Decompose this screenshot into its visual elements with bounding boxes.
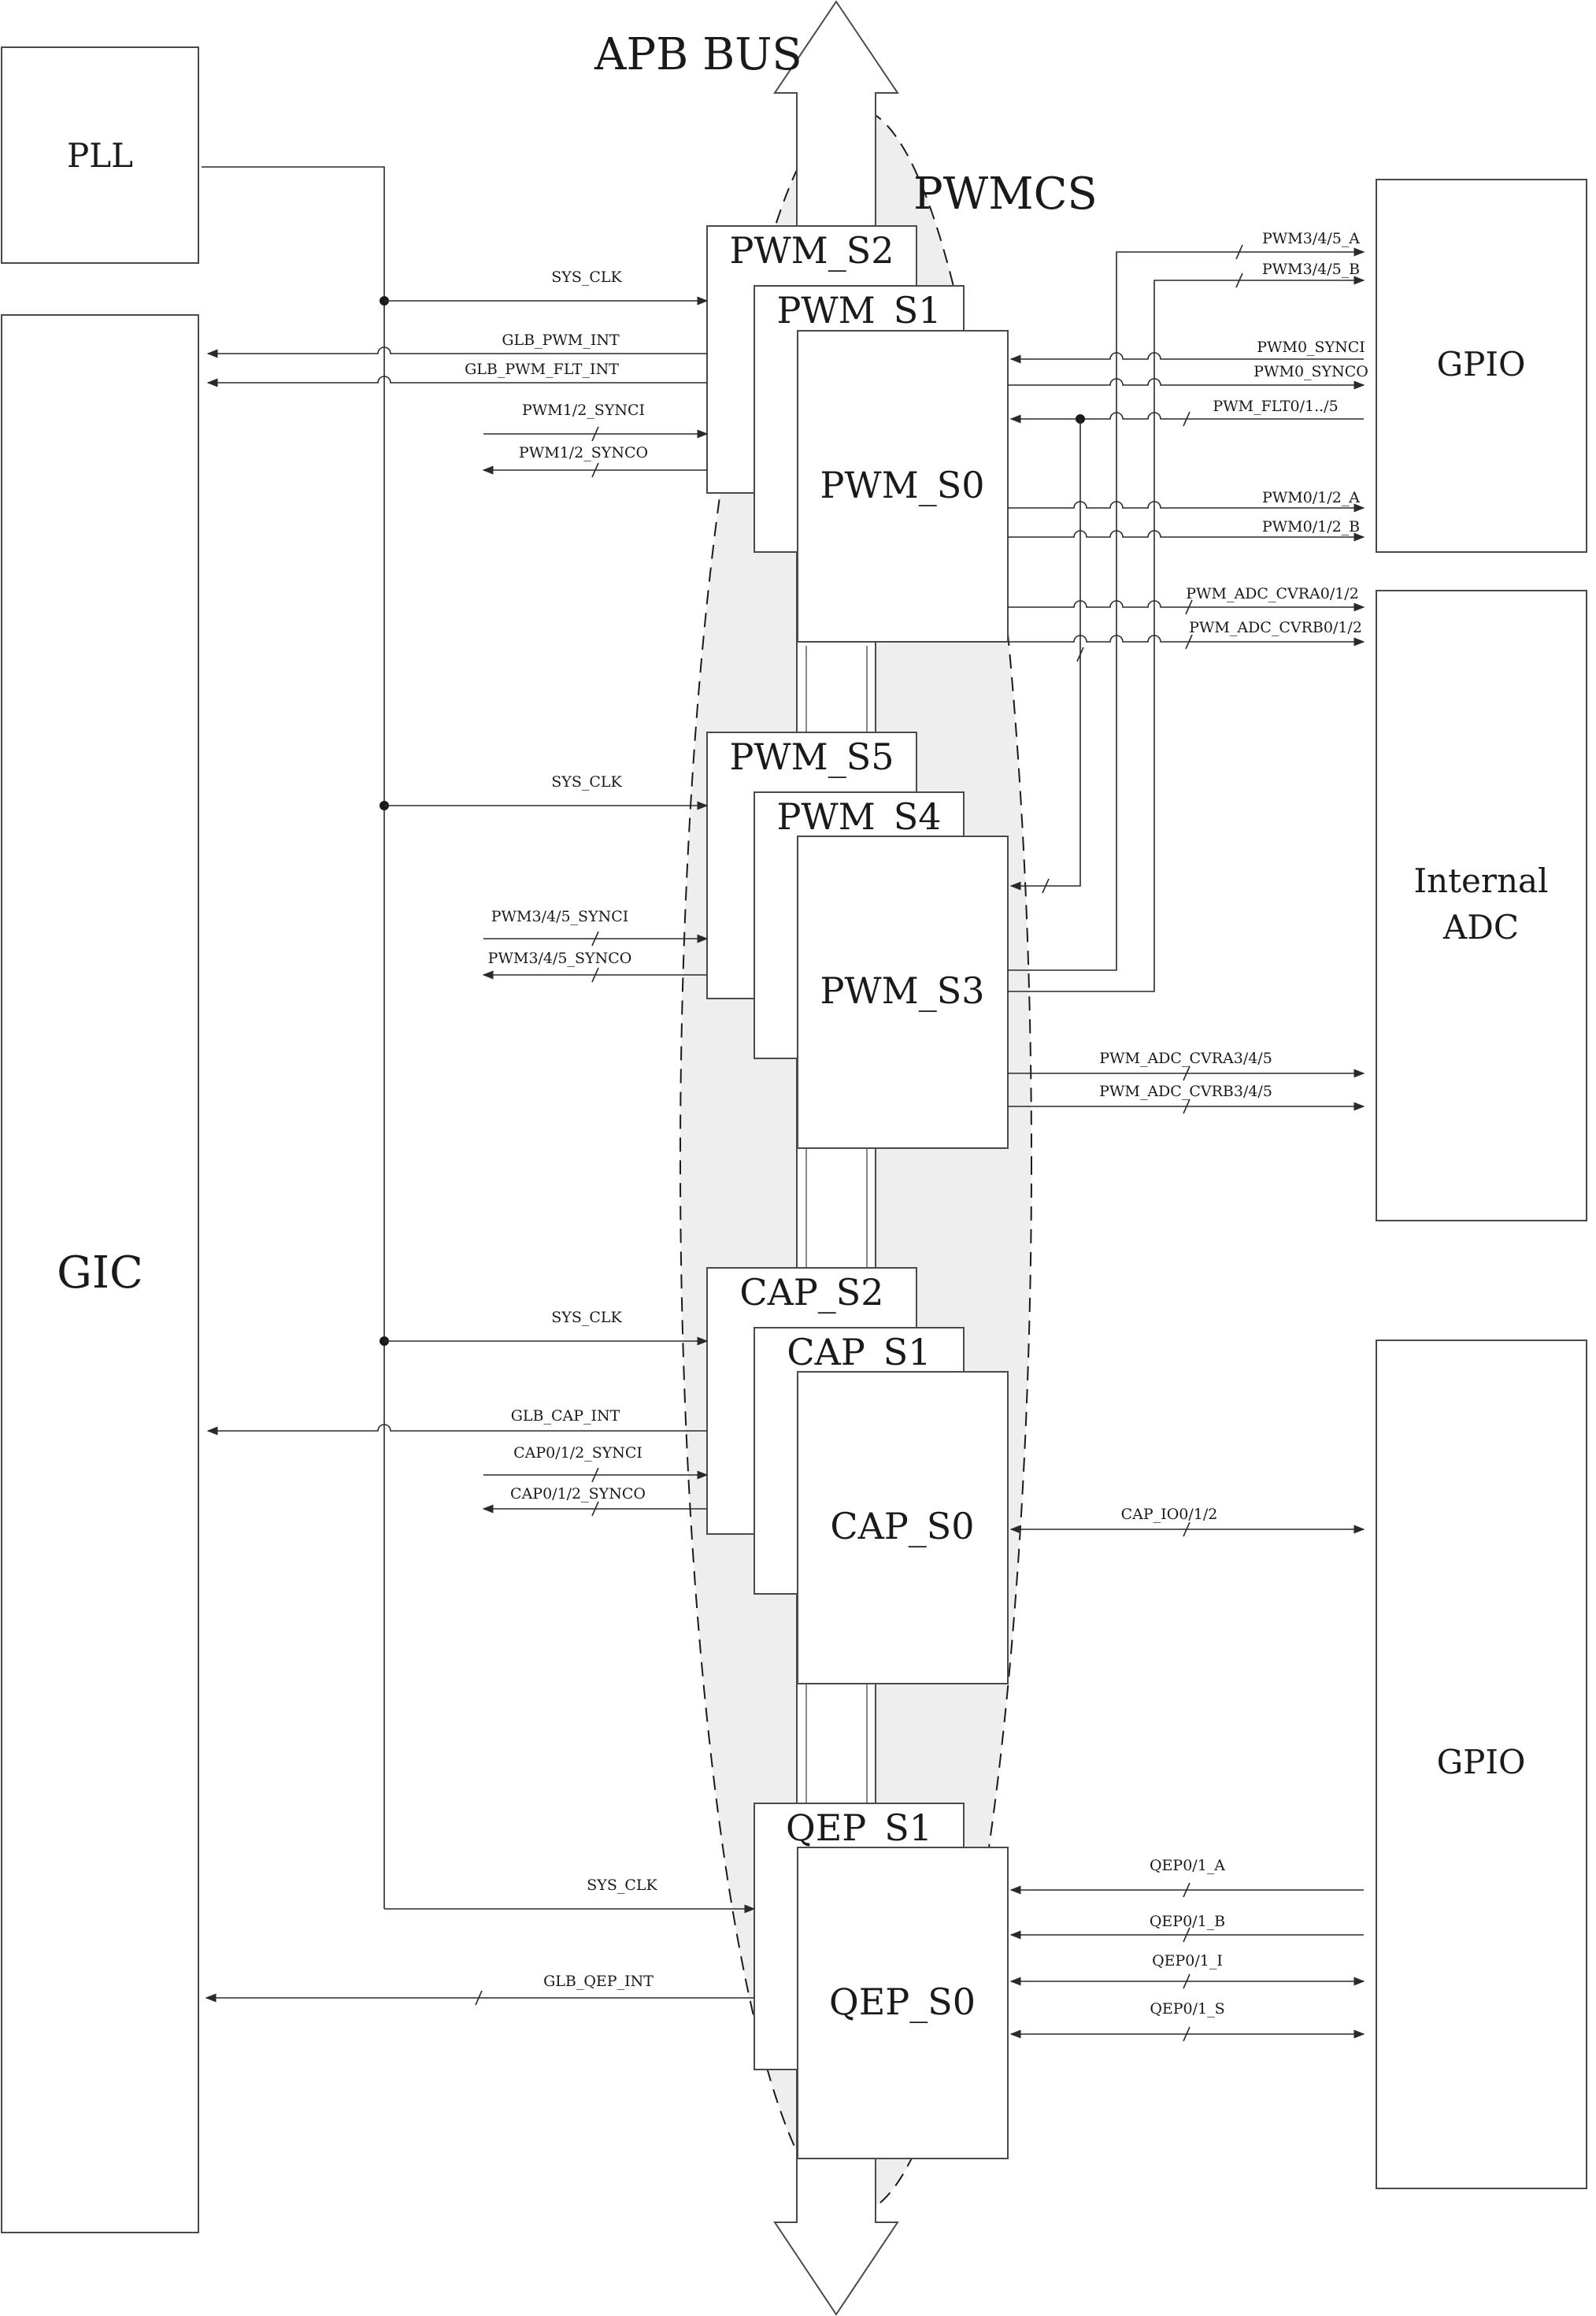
pwm345-synco-label: PWM3/4/5_SYNCO — [488, 950, 632, 967]
bus-slash — [591, 1501, 599, 1517]
pwm345-a-label: PWM3/4/5_A — [1262, 230, 1360, 247]
apb-bus-title: APB BUS — [594, 29, 802, 80]
gpio-top-label: GPIO — [1437, 345, 1526, 384]
sys-clk-label: SYS_CLK — [551, 1309, 622, 1326]
glb-cap-int-wire — [206, 1424, 707, 1436]
pwm-adc-cvrb012-wire — [1008, 635, 1365, 647]
pwm012-b-wire — [1008, 530, 1365, 542]
pwm12-synci-label: PWM1/2_SYNCI — [522, 402, 645, 419]
pwm-s1-label: PWM_S1 — [776, 289, 941, 332]
pwm-s4-label: PWM_S4 — [776, 795, 941, 838]
qep-s0-label: QEP_S0 — [829, 1981, 976, 2023]
pwm-s0-label: PWM_S0 — [820, 464, 984, 506]
qep-s0-block — [797, 1847, 1009, 2159]
pwm-flt-branch — [1009, 419, 1081, 891]
bus-slash — [1183, 1099, 1191, 1114]
qep01-s-label: QEP0/1_S — [1150, 2000, 1224, 2018]
qep-s1-label: QEP_S1 — [786, 1806, 932, 1849]
pwm-flt-label: PWM_FLT0/1../5 — [1213, 398, 1338, 415]
bus-slash — [591, 426, 599, 442]
gpio-top-block — [1376, 179, 1587, 553]
bus-slash — [1183, 1927, 1191, 1943]
glb-qep-int-label: GLB_QEP_INT — [543, 1973, 654, 1990]
pwm-flt-wire — [1009, 412, 1364, 424]
pwm-adc-cvrb012-label: PWM_ADC_CVRB0/1/2 — [1189, 619, 1362, 636]
sys-clk-label: SYS_CLK — [551, 773, 622, 791]
bus-slash — [1185, 599, 1193, 615]
gic-label: GIC — [57, 1247, 143, 1299]
cap-s0-block — [797, 1371, 1009, 1684]
bus-slash — [591, 462, 599, 478]
pwm345-a-route — [1008, 247, 1365, 971]
pll-block — [1, 46, 199, 264]
bus-slash — [591, 967, 599, 983]
internal-adc-block — [1376, 590, 1587, 1221]
pll-label: PLL — [67, 136, 133, 175]
pwm012-b-label: PWM0/1/2_B — [1262, 518, 1360, 535]
pwm-s3-block — [797, 836, 1009, 1149]
qep01-i-label: QEP0/1_I — [1152, 1952, 1223, 1970]
bus-slash — [591, 931, 599, 947]
pwm-adc-cvra012-label: PWM_ADC_CVRA0/1/2 — [1186, 585, 1359, 602]
qep01-a-label: QEP0/1_A — [1150, 1857, 1225, 1874]
bus-slash — [1042, 878, 1050, 894]
pwm0-synci-label: PWM0_SYNCI — [1257, 339, 1365, 356]
bus-slash — [1183, 2026, 1191, 2042]
gpio-bottom-block — [1376, 1340, 1587, 2189]
gpio-bottom-label: GPIO — [1437, 1743, 1526, 1781]
pwm0-synci-wire — [1009, 352, 1364, 364]
pwm-adc-cvra345-label: PWM_ADC_CVRA3/4/5 — [1099, 1050, 1272, 1067]
pwm-s3-label: PWM_S3 — [820, 969, 984, 1012]
bus-slash — [1183, 1882, 1191, 1898]
qep01-b-label: QEP0/1_B — [1150, 1913, 1225, 1930]
bus-slash — [1183, 411, 1191, 427]
pwm0-synco-wire — [1008, 378, 1365, 390]
cap-io012-label: CAP_IO0/1/2 — [1121, 1506, 1218, 1523]
bus-slash — [1076, 647, 1084, 662]
bus-slash — [1235, 272, 1243, 288]
bus-slash — [1183, 1065, 1191, 1081]
cap012-synci-label: CAP0/1/2_SYNCI — [513, 1444, 642, 1462]
glb-cap-int-label: GLB_CAP_INT — [511, 1407, 620, 1425]
internal-adc-label-line1: Internal — [1414, 862, 1549, 900]
pwm12-synco-label: PWM1/2_SYNCO — [519, 444, 648, 461]
bus-slash — [1183, 1973, 1191, 1989]
pwm-adc-cvrb345-label: PWM_ADC_CVRB3/4/5 — [1099, 1083, 1272, 1100]
sys-clk-label: SYS_CLK — [551, 269, 622, 286]
bus-slash — [1183, 1521, 1191, 1537]
bus-slash — [591, 1467, 599, 1483]
glb-pwm-flt-int-label: GLB_PWM_FLT_INT — [465, 361, 619, 378]
pwmcs-title: PWMCS — [913, 169, 1098, 220]
gic-block — [1, 314, 199, 2233]
glb-pwm-flt-int-wire — [206, 376, 707, 387]
sys-clk-label: SYS_CLK — [587, 1877, 657, 1894]
glb-pwm-int-wire — [206, 346, 707, 358]
pwm-s0-block — [797, 330, 1009, 643]
pwm-adc-cvra012-wire — [1008, 600, 1365, 612]
bus-slash — [1235, 244, 1243, 260]
cap012-synco-label: CAP0/1/2_SYNCO — [510, 1485, 646, 1503]
bus-slash — [1185, 634, 1193, 650]
internal-adc-label-line2: ADC — [1442, 908, 1519, 947]
pwm012-a-label: PWM0/1/2_A — [1262, 489, 1360, 506]
pwm345-synci-label: PWM3/4/5_SYNCI — [491, 908, 629, 925]
cap-s2-label: CAP_S2 — [739, 1271, 883, 1314]
cap-s0-label: CAP_S0 — [830, 1505, 974, 1547]
pll-clock-trunk — [202, 166, 385, 1909]
pwm-s2-label: PWM_S2 — [729, 229, 894, 272]
cap-s1-label: CAP_S1 — [787, 1331, 931, 1373]
pwm0-synco-label: PWM0_SYNCO — [1253, 363, 1368, 380]
glb-pwm-int-label: GLB_PWM_INT — [502, 332, 620, 349]
pwm345-b-label: PWM3/4/5_B — [1262, 261, 1360, 278]
pwm012-a-wire — [1008, 501, 1365, 513]
pwm-s5-label: PWM_S5 — [729, 736, 894, 778]
bus-slash — [475, 1990, 483, 2006]
